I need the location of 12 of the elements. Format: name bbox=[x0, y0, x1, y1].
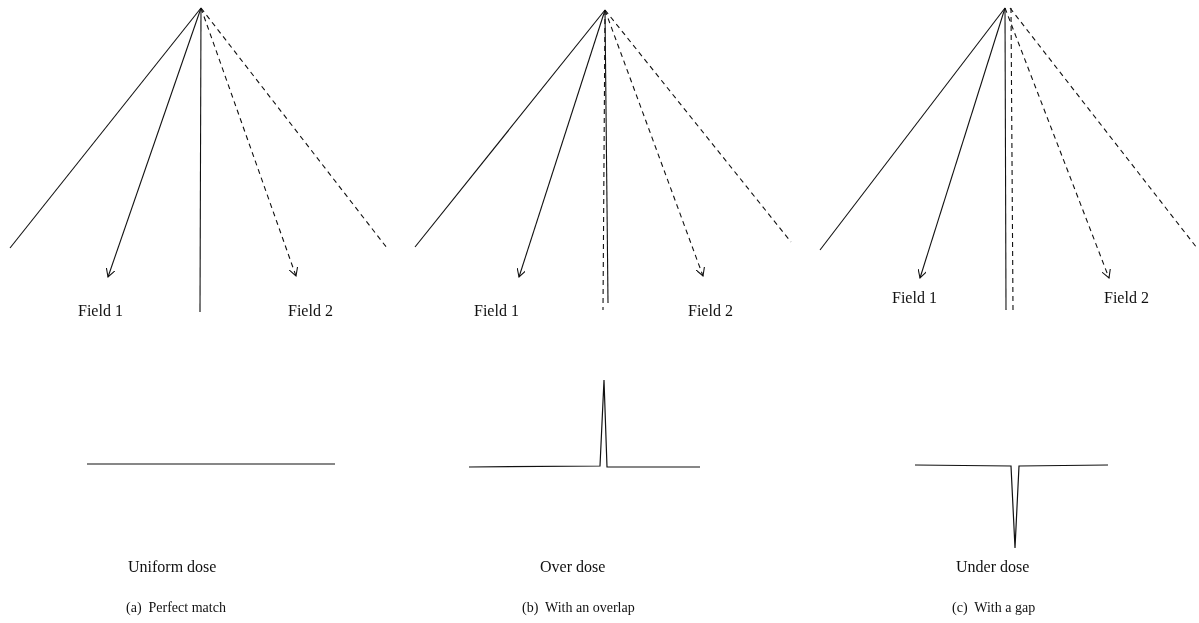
field-label: Field 2 bbox=[1104, 289, 1149, 307]
panel-caption: (a) Perfect match bbox=[126, 599, 226, 617]
field-label: Field 1 bbox=[474, 302, 519, 320]
dose-label: Uniform dose bbox=[128, 558, 217, 576]
field-label: Field 2 bbox=[688, 302, 733, 320]
field-label: Field 1 bbox=[78, 302, 123, 320]
dose-label: Over dose bbox=[540, 558, 606, 576]
panel-caption: (b) With an overlap bbox=[522, 599, 635, 617]
dose-label: Under dose bbox=[956, 558, 1030, 576]
panel-caption: (c) With a gap bbox=[952, 599, 1036, 617]
field-label: Field 1 bbox=[892, 289, 937, 307]
field-label: Field 2 bbox=[288, 302, 333, 320]
